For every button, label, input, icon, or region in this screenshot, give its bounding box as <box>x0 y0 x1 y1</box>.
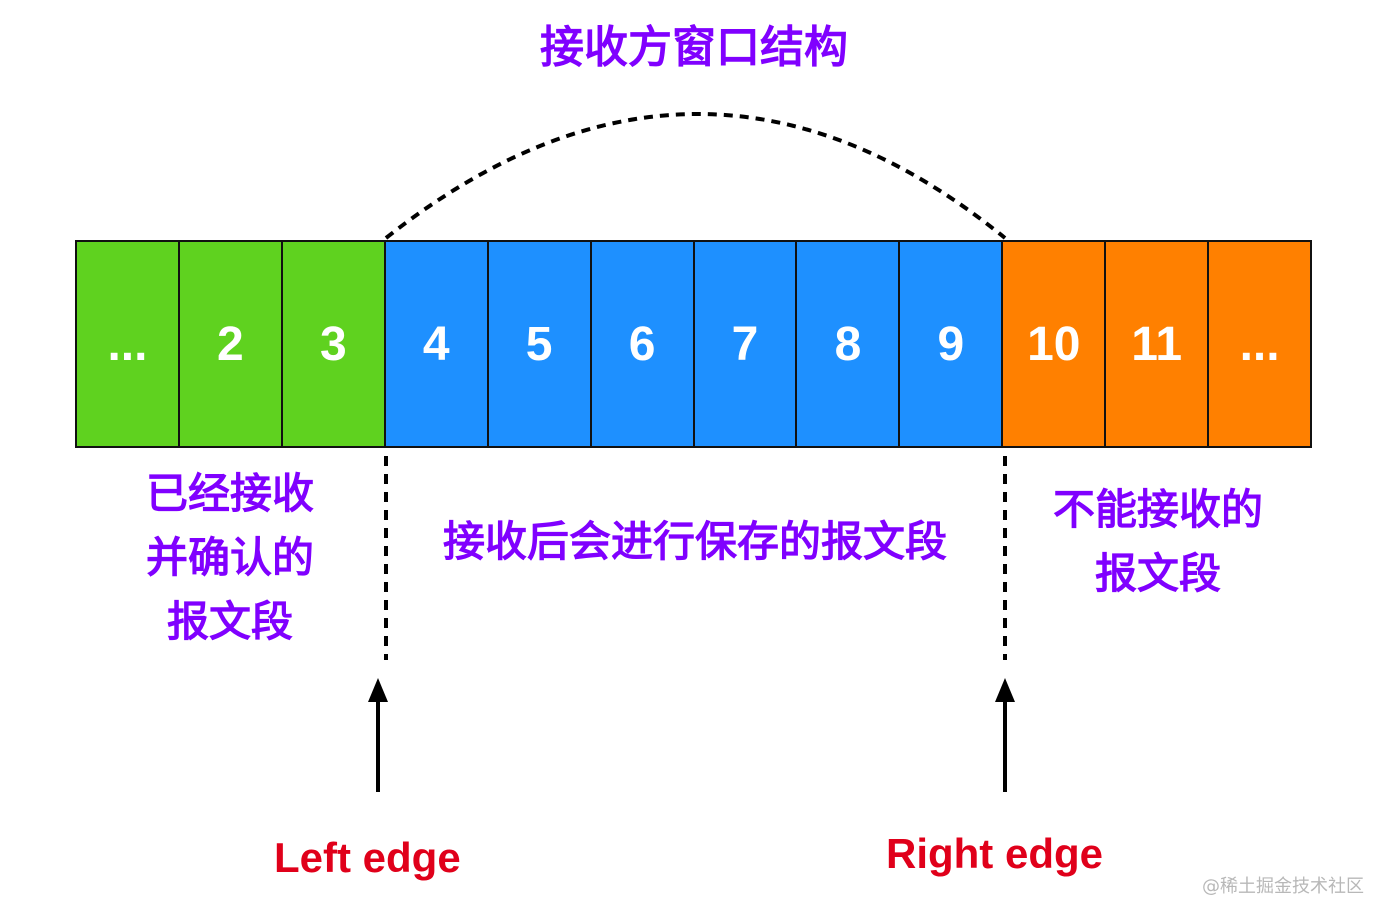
watermark: @稀土掘金技术社区 <box>1202 876 1364 897</box>
window-span-arc <box>384 112 1007 240</box>
region-label-cannot-receive: 不能接收的 报文段 <box>1052 485 1263 598</box>
right-edge-arrowhead <box>995 678 1015 702</box>
segment-cell: 2 <box>179 242 283 446</box>
segment-cell: 4 <box>385 242 489 446</box>
right-edge-label: Right edge <box>886 830 1103 877</box>
diagram-title: 接收方窗口结构 <box>540 22 848 73</box>
region-label-received: 已经接收 并确认的 报文段 <box>145 469 314 646</box>
segment-cell: 10 <box>1003 242 1107 446</box>
segment-cell: 9 <box>900 242 1004 446</box>
segment-cell: 5 <box>488 242 592 446</box>
segment-cell: 3 <box>282 242 386 446</box>
left-edge-arrowhead <box>368 678 388 702</box>
segment-cell: 8 <box>797 242 901 446</box>
segment-cell: ... <box>1209 242 1311 446</box>
region-label-window: 接收后会进行保存的报文段 <box>442 517 947 566</box>
segment-cell: 7 <box>694 242 798 446</box>
segment-cell: 6 <box>591 242 695 446</box>
segment-cell: ... <box>77 242 180 446</box>
left-edge-label: Left edge <box>274 834 461 881</box>
segment-cell: 11 <box>1106 242 1210 446</box>
